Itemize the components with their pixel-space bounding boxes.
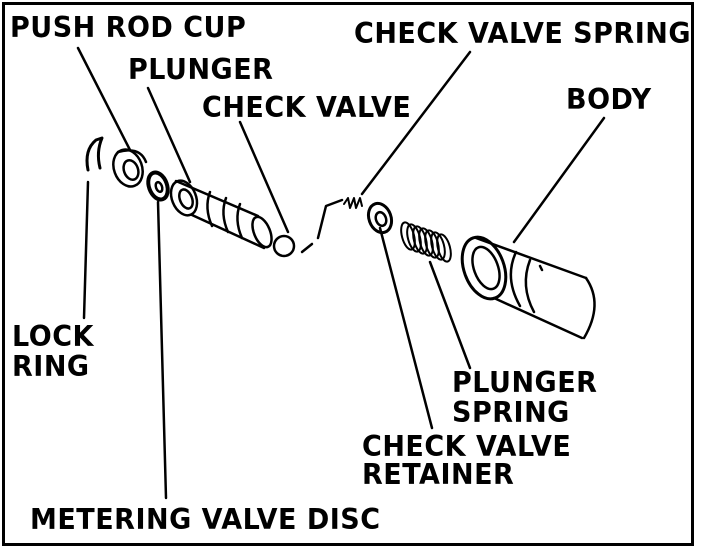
- lock-ring: [85, 136, 104, 172]
- check-valve-retainer: [366, 201, 394, 235]
- label-lock-ring-line2: RING: [12, 350, 90, 384]
- assembly-axis: [300, 198, 344, 254]
- check-valve: [272, 234, 296, 258]
- label-check-valve: CHECK VALVE: [202, 91, 412, 125]
- label-metering-valve-disc: METERING VALVE DISC: [30, 503, 381, 537]
- lifter-body: [460, 235, 596, 340]
- label-lock-ring-line1: LOCK: [12, 320, 94, 354]
- plunger-spring: [400, 221, 452, 263]
- label-push-rod-cup: PUSH ROD CUP: [10, 11, 247, 45]
- plunger: [169, 179, 273, 250]
- leader-plunger: [146, 86, 192, 184]
- leader-push-rod-cup: [76, 46, 132, 152]
- label-plunger: PLUNGER: [128, 53, 274, 87]
- label-check-valve-retainer-line2: RETAINER: [362, 458, 515, 492]
- label-body: BODY: [566, 83, 652, 117]
- leader-body: [512, 116, 606, 244]
- leader-check-valve: [238, 120, 290, 234]
- label-check-valve-spring: CHECK VALVE SPRING: [354, 17, 692, 51]
- leader-lock-ring: [82, 180, 90, 320]
- push-rod-cup: [112, 148, 148, 188]
- leader-plunger-spring: [428, 260, 472, 370]
- leader-metering-valve-disc: [156, 200, 168, 500]
- diagram-border: [2, 2, 694, 546]
- label-plunger-spring-line1: PLUNGER: [452, 366, 598, 400]
- label-plunger-spring-line2: SPRING: [452, 396, 570, 430]
- check-valve-spring: [343, 197, 363, 209]
- metering-valve-disc: [146, 170, 170, 202]
- leader-check-valve-retainer: [378, 226, 434, 430]
- label-check-valve-retainer-line1: CHECK VALVE: [362, 430, 572, 464]
- leader-check-valve-spring: [360, 50, 472, 196]
